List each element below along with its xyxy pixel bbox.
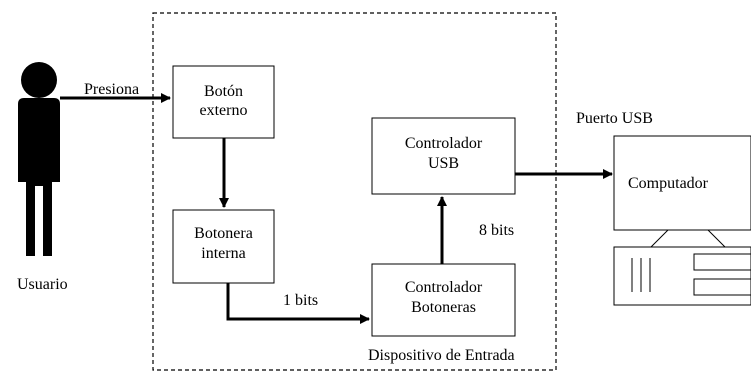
internal-to-controller-arrow — [226, 283, 370, 324]
device-label: Dispositivo de Entrada — [368, 347, 515, 364]
usb-controller-box — [371, 117, 516, 195]
usb-controller-label-line-1: Controlador — [405, 135, 483, 152]
keypad-controller-label-line-2: Botoneras — [411, 299, 476, 316]
external-button-label-line-2: externo — [200, 102, 248, 119]
computer-label: Computador — [628, 175, 709, 192]
user-label: Usuario — [17, 276, 68, 293]
eight-bits-label: 8 bits — [479, 222, 514, 239]
keypad-controller-label-line-1: Controlador — [405, 279, 483, 296]
external-button-label-line-1: Botón — [204, 83, 243, 100]
internal-keypad-box — [172, 209, 275, 284]
one-bit-label: 1 bits — [283, 292, 318, 309]
external-button-box — [172, 65, 275, 139]
action-label: Presiona — [84, 81, 139, 98]
internal-keypad-label-line-1: Botonera — [194, 225, 253, 242]
input-device-container — [152, 12, 557, 371]
usb-controller-label-line-2: USB — [428, 155, 459, 172]
computer-icon — [613, 135, 751, 306]
port-label: Puerto USB — [576, 110, 653, 127]
internal-keypad-label-line-2: interna — [201, 245, 245, 262]
user-figure-icon — [18, 62, 60, 256]
